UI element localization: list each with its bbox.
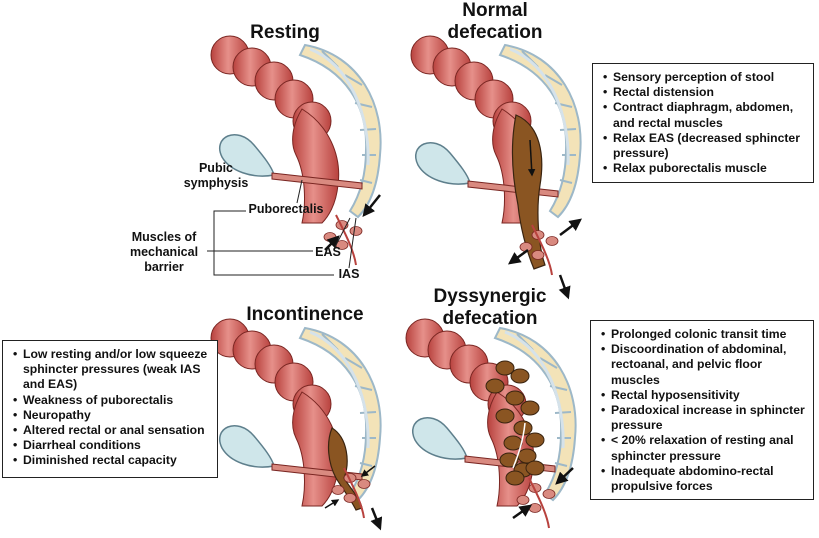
arrow-icon: [527, 139, 536, 177]
dyssynergic-anatomy-illustration: [405, 318, 577, 529]
stool-lump: [495, 360, 515, 376]
arrow-icon: [507, 248, 529, 265]
anal-canal: [528, 477, 550, 529]
arrow-icon: [512, 504, 533, 520]
stool-lump: [510, 368, 530, 384]
bullet-item: Prolonged colonic transit time: [601, 327, 805, 342]
sacrum-coccyx: [298, 43, 382, 219]
bullet-item: Diarrheal conditions: [13, 438, 209, 453]
stool-lump: [525, 460, 545, 476]
dyssynergic-info-box: Prolonged colonic transit time Discoordi…: [590, 320, 814, 500]
impacted-stool: [485, 360, 545, 486]
bullet-item: Sensory perception of stool: [603, 70, 805, 85]
incontinence-anatomy-illustration: [210, 318, 383, 531]
sphincter-muscle: [357, 479, 371, 489]
rectum: [292, 108, 340, 224]
arrow-icon: [324, 499, 340, 509]
sphincter-muscle: [349, 226, 363, 236]
arrow-icon: [555, 467, 574, 485]
anal-canal: [335, 214, 357, 266]
muscles-of-mechanical-barrier-label: Muscles of mechanical barrier: [129, 230, 199, 274]
sphincter-muscle: [542, 489, 556, 499]
arrow-icon: [558, 274, 571, 300]
stool-lump: [495, 408, 515, 424]
bullet-item: Altered rectal or anal sensation: [13, 423, 209, 438]
white-arrow-icon: [512, 422, 526, 469]
arrow-icon: [370, 507, 383, 531]
anal-sphincters: [331, 467, 371, 519]
resting-anatomy-illustration: [210, 35, 382, 266]
colon-rectum: [210, 318, 340, 507]
stool-lump: [520, 400, 540, 416]
leader-eas: [334, 217, 351, 248]
bullet-item: < 20% relaxation of resting anal sphinct…: [601, 433, 805, 463]
normal-defecation-info-box: Sensory perception of stool Rectal diste…: [592, 63, 814, 183]
pubic-symphysis-label: Pubic symphysis: [183, 161, 249, 190]
bullet-item: Diminished rectal capacity: [13, 453, 209, 468]
arrow-icon: [324, 235, 340, 251]
pubic-symphysis: [219, 134, 363, 190]
bullet-item: Low resting and/or low squeeze sphincter…: [13, 347, 209, 393]
stool-lump: [505, 470, 525, 486]
arrow-icon: [360, 465, 376, 477]
bullet-item: Inadequate abdomino-rectal propulsive fo…: [601, 464, 805, 494]
bullet-item: Relax puborectalis muscle: [603, 161, 805, 176]
stool-lump: [505, 390, 525, 406]
bullet-item: Contract diaphragm, abdomen, and rectal …: [603, 100, 805, 130]
ias-label: IAS: [338, 267, 360, 281]
stool-lump: [499, 452, 519, 468]
sphincter-muscle: [545, 236, 559, 246]
anal-sphincters: [516, 477, 556, 529]
normal-defecation-title: Normal defecation: [447, 0, 543, 43]
arrow-icon: [362, 194, 381, 217]
resting-title: Resting: [250, 22, 320, 43]
stool-lump: [525, 432, 545, 448]
colon-rectum: [210, 35, 340, 224]
arrow-icon: [559, 218, 582, 236]
eas-label: EAS: [315, 245, 341, 259]
dyssynergic-defecation-title: Dyssynergic defecation: [433, 286, 547, 329]
puborectalis-sling: [271, 172, 363, 190]
leader-puborectalis: [296, 179, 303, 204]
sphincter-muscle: [331, 485, 345, 495]
stool-lump: [485, 378, 505, 394]
incontinence-title: Incontinence: [246, 304, 364, 325]
sphincter-muscle: [531, 250, 545, 260]
bullet-item: Rectal distension: [603, 85, 805, 100]
bullet-item: Relax EAS (decreased sphincter pressure): [603, 131, 805, 161]
normal-defecation-anatomy-illustration: [410, 35, 582, 300]
bullet-item: Neuropathy: [13, 408, 209, 423]
sphincter-muscle: [343, 493, 357, 503]
incontinence-info-box: Low resting and/or low squeeze sphincter…: [2, 340, 218, 478]
bullet-item: Paradoxical increase in sphincter pressu…: [601, 403, 805, 433]
anal-canal: [531, 224, 553, 276]
sphincter-muscle: [516, 495, 530, 505]
bullet-item: Discoordination of abdominal, rectoanal,…: [601, 342, 805, 388]
bullet-item: Weakness of puborectalis: [13, 393, 209, 408]
anal-canal: [343, 467, 365, 519]
puborectalis-label: Puborectalis: [248, 202, 324, 216]
bullet-item: Rectal hyposensitivity: [601, 388, 805, 403]
anal-sphincters: [519, 224, 559, 276]
leader-bracket: [213, 210, 334, 276]
sacrum-coccyx: [498, 43, 582, 219]
leader-ias: [348, 217, 357, 269]
